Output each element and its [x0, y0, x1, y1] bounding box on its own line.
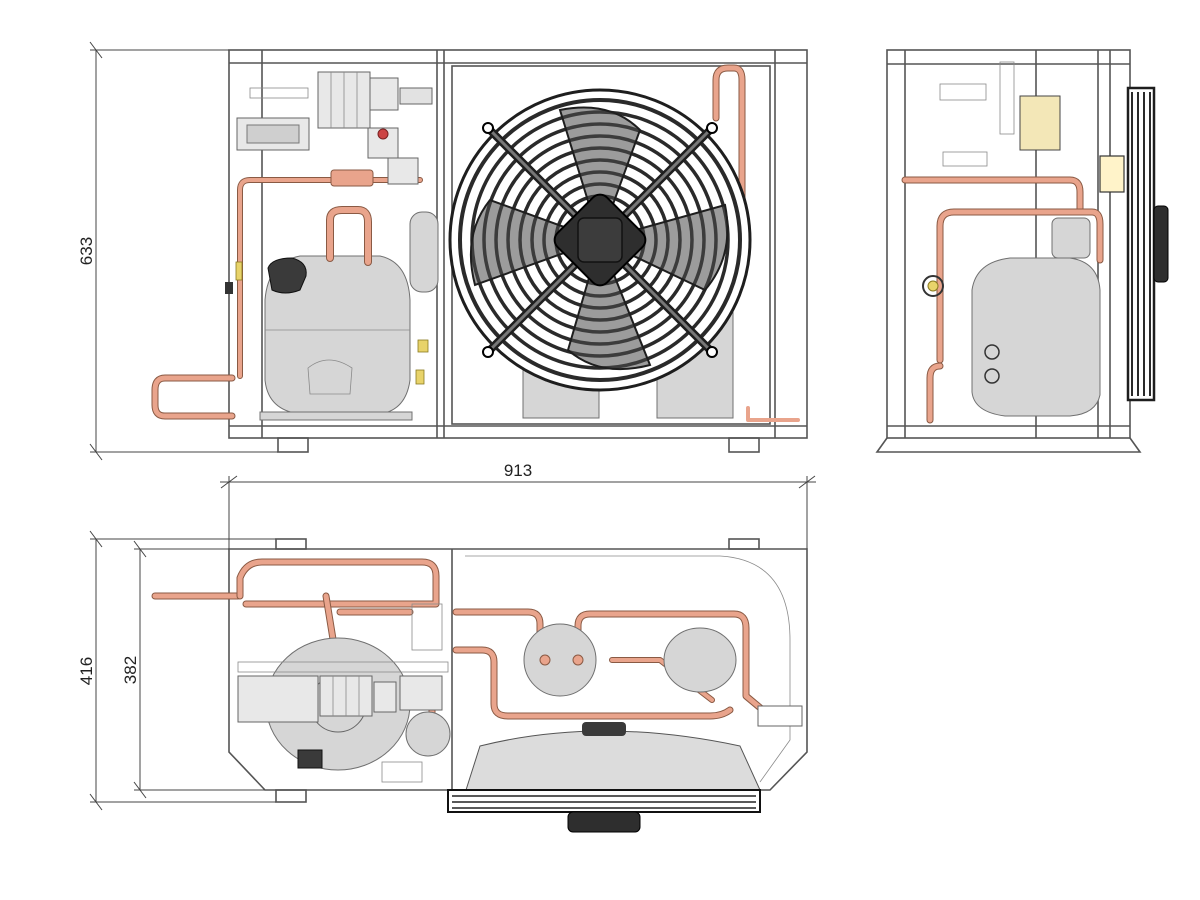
front-view: 633	[77, 41, 808, 461]
side-view	[875, 49, 1169, 453]
dimension-label-depth-body: 382	[121, 656, 140, 684]
dimension-height: 633	[77, 41, 278, 461]
dimension-depth-overall: 416	[77, 530, 276, 811]
top-view: 913 416 382	[77, 461, 816, 833]
dimension-label-depth-overall: 416	[77, 657, 96, 685]
dimension-label-width: 913	[504, 461, 532, 480]
dimension-depth-body: 382	[121, 540, 265, 799]
dimension-label-height: 633	[77, 237, 96, 265]
fan-guard	[448, 88, 752, 392]
dimension-width: 913	[220, 461, 816, 549]
